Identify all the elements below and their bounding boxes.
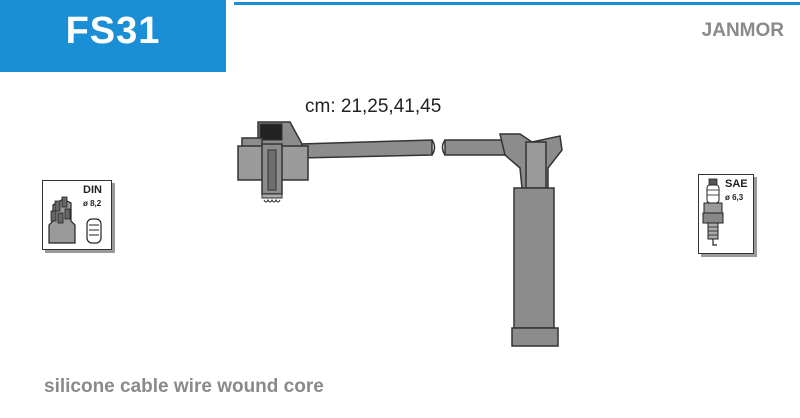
spark-plug-boot <box>499 133 563 347</box>
product-code-banner: FS31 <box>0 0 226 72</box>
sae-size: ø 6,3 <box>725 193 744 202</box>
din-label: DIN <box>83 184 102 196</box>
din-size: ø 8,2 <box>83 199 102 208</box>
din-connector-card: DIN ø 8,2 <box>42 180 112 250</box>
sae-connector-card: SAE ø 6,3 <box>698 174 754 254</box>
distributor-boot <box>237 121 309 203</box>
brand-name: JANMOR <box>701 20 784 41</box>
sae-label: SAE <box>725 178 748 190</box>
cable-break-left <box>431 139 436 156</box>
cable-segment-left <box>299 139 433 159</box>
cable-lengths-label: cm: 21,25,41,45 <box>305 96 442 117</box>
product-code: FS31 <box>65 10 161 52</box>
header-rule <box>234 2 800 5</box>
spark-plug-icon <box>702 178 724 246</box>
cable-segment-right <box>444 139 506 156</box>
distributor-cap-icon <box>48 196 102 244</box>
cable-description: silicone cable wire wound core <box>44 376 324 397</box>
